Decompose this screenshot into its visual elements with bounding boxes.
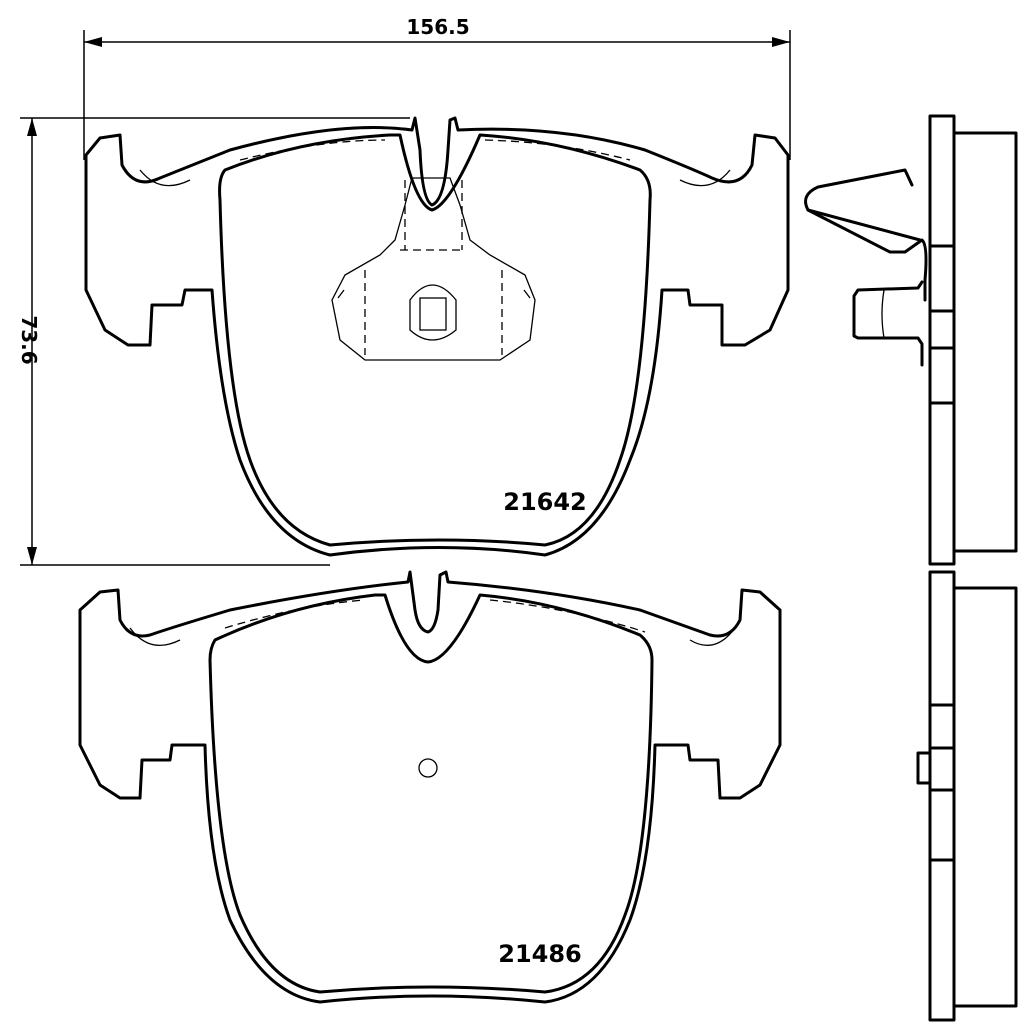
upper-side-view bbox=[804, 114, 1018, 566]
width-dimension: 156.5 bbox=[83, 15, 791, 160]
lower-brake-pad: 21486 bbox=[78, 570, 782, 1004]
lower-pad-part-number: 21486 bbox=[498, 940, 582, 968]
lower-side-view bbox=[916, 570, 1018, 1022]
height-dimension-label: 73.6 bbox=[17, 315, 41, 364]
height-dimension: 73.6 bbox=[17, 117, 410, 566]
upper-pad-part-number: 21642 bbox=[503, 488, 587, 516]
width-dimension-label: 156.5 bbox=[406, 15, 469, 39]
upper-brake-pad: 21642 bbox=[84, 116, 790, 557]
